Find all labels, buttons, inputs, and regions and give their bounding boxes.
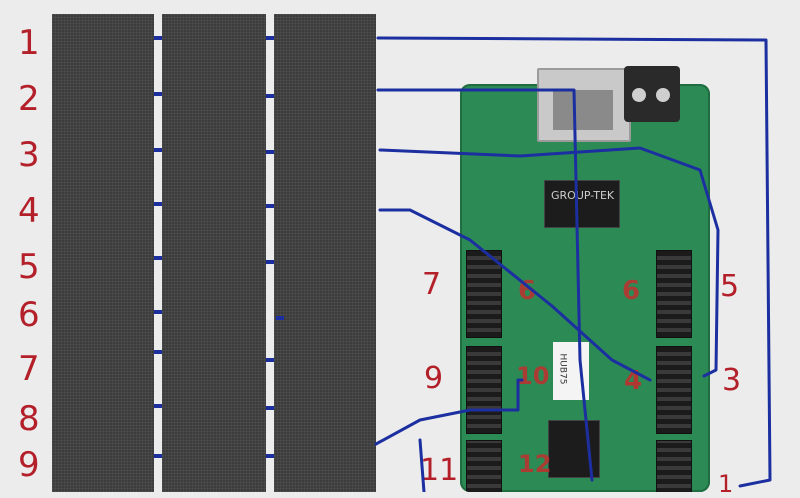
header-right-3 — [656, 440, 692, 492]
annotation-1: 1 — [718, 470, 734, 498]
row-label-5: 5 — [18, 247, 40, 287]
led-panel-column-2 — [162, 14, 266, 492]
header-left-3 — [466, 440, 502, 492]
led-panel-column-1 — [52, 14, 154, 492]
annotation-red-12: 12 — [518, 450, 552, 478]
header-right-1 — [656, 250, 692, 338]
row-label-3: 3 — [18, 135, 40, 175]
annotation-5: 5 — [720, 269, 740, 304]
annotation-3: 3 — [722, 363, 742, 398]
row-label-2: 2 — [18, 79, 40, 119]
power-terminal — [624, 66, 680, 122]
annotation-red-6-right: 6 — [622, 276, 641, 306]
annotation-red-10: 10 — [516, 362, 550, 390]
chip-lower — [548, 420, 600, 478]
row-label-8: 8 — [18, 399, 40, 439]
row-label-9: 9 — [18, 445, 40, 485]
hub-label: HUB75 — [553, 342, 589, 400]
annotation-9: 9 — [424, 361, 444, 396]
annotation-7: 7 — [422, 267, 442, 302]
header-right-2 — [656, 346, 692, 434]
annotation-red-4: 4 — [624, 366, 643, 396]
annotation-11: 11 — [420, 453, 459, 488]
row-label-1: 1 — [18, 23, 40, 63]
header-left-2 — [466, 346, 502, 434]
row-label-7: 7 — [18, 349, 40, 389]
row-label-6: 6 — [18, 295, 40, 335]
header-left-1 — [466, 250, 502, 338]
main-chip: GROUP-TEK — [544, 180, 620, 228]
row-label-4: 4 — [18, 191, 40, 231]
annotation-red-6-left: 6 — [518, 276, 537, 306]
led-panel-column-3 — [274, 14, 376, 492]
ethernet-port — [537, 68, 631, 142]
